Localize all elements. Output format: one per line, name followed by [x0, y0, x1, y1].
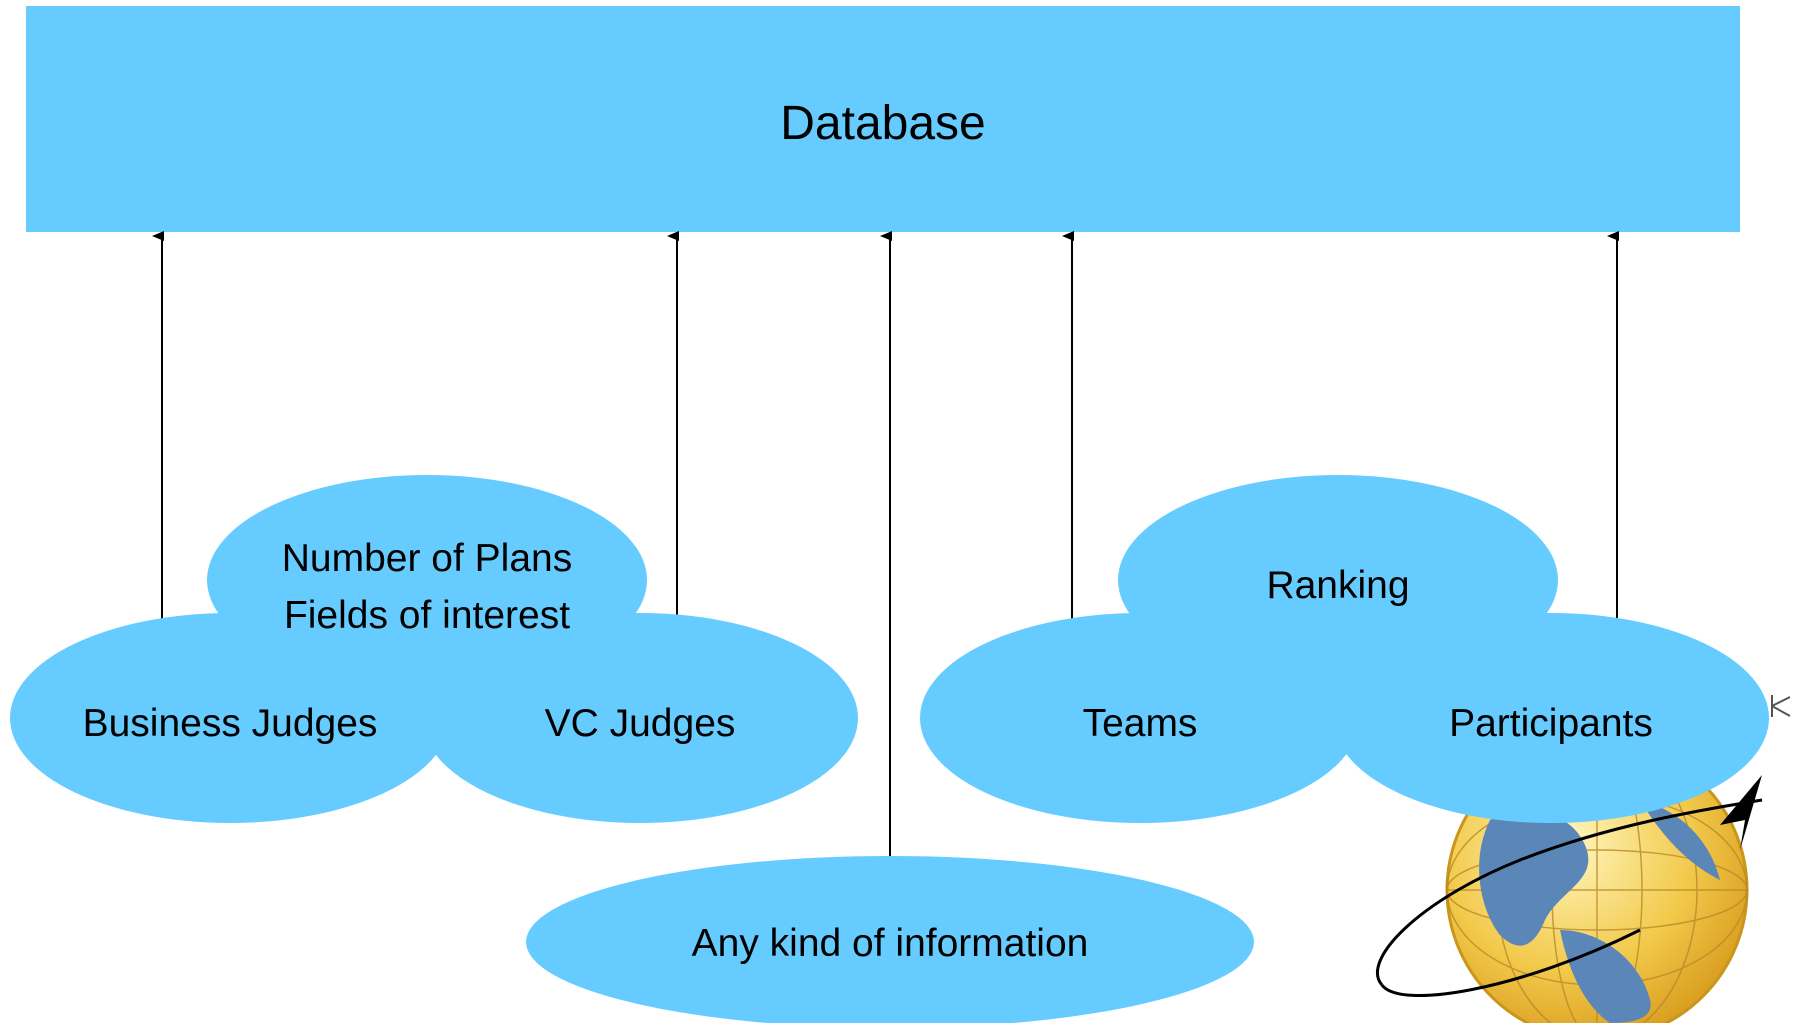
database-label: Database — [780, 97, 985, 150]
teams-label: Teams — [1083, 702, 1198, 745]
arrows — [152, 231, 1619, 860]
teams-ellipse — [920, 613, 1360, 823]
judges-cluster: Number of Plans Fields of interest Busin… — [10, 475, 858, 823]
vc-judges-label: VC Judges — [545, 702, 736, 745]
participants-label: Participants — [1449, 702, 1653, 745]
logo-partial-k — [1771, 695, 1791, 717]
ranking-label: Ranking — [1266, 564, 1409, 607]
participants-ellipse — [1333, 613, 1769, 823]
plans-ellipse — [207, 475, 647, 685]
info-ellipse — [526, 856, 1254, 1023]
plans-line2: Fields of interest — [284, 594, 570, 637]
database-box: Database — [26, 6, 1740, 232]
business-judges-label: Business Judges — [83, 702, 378, 745]
teams-cluster: Ranking Teams Participants — [920, 475, 1769, 823]
info-label: Any kind of information — [692, 922, 1089, 965]
info-node: Any kind of information — [526, 856, 1254, 1023]
plans-line1: Number of Plans — [282, 537, 572, 580]
